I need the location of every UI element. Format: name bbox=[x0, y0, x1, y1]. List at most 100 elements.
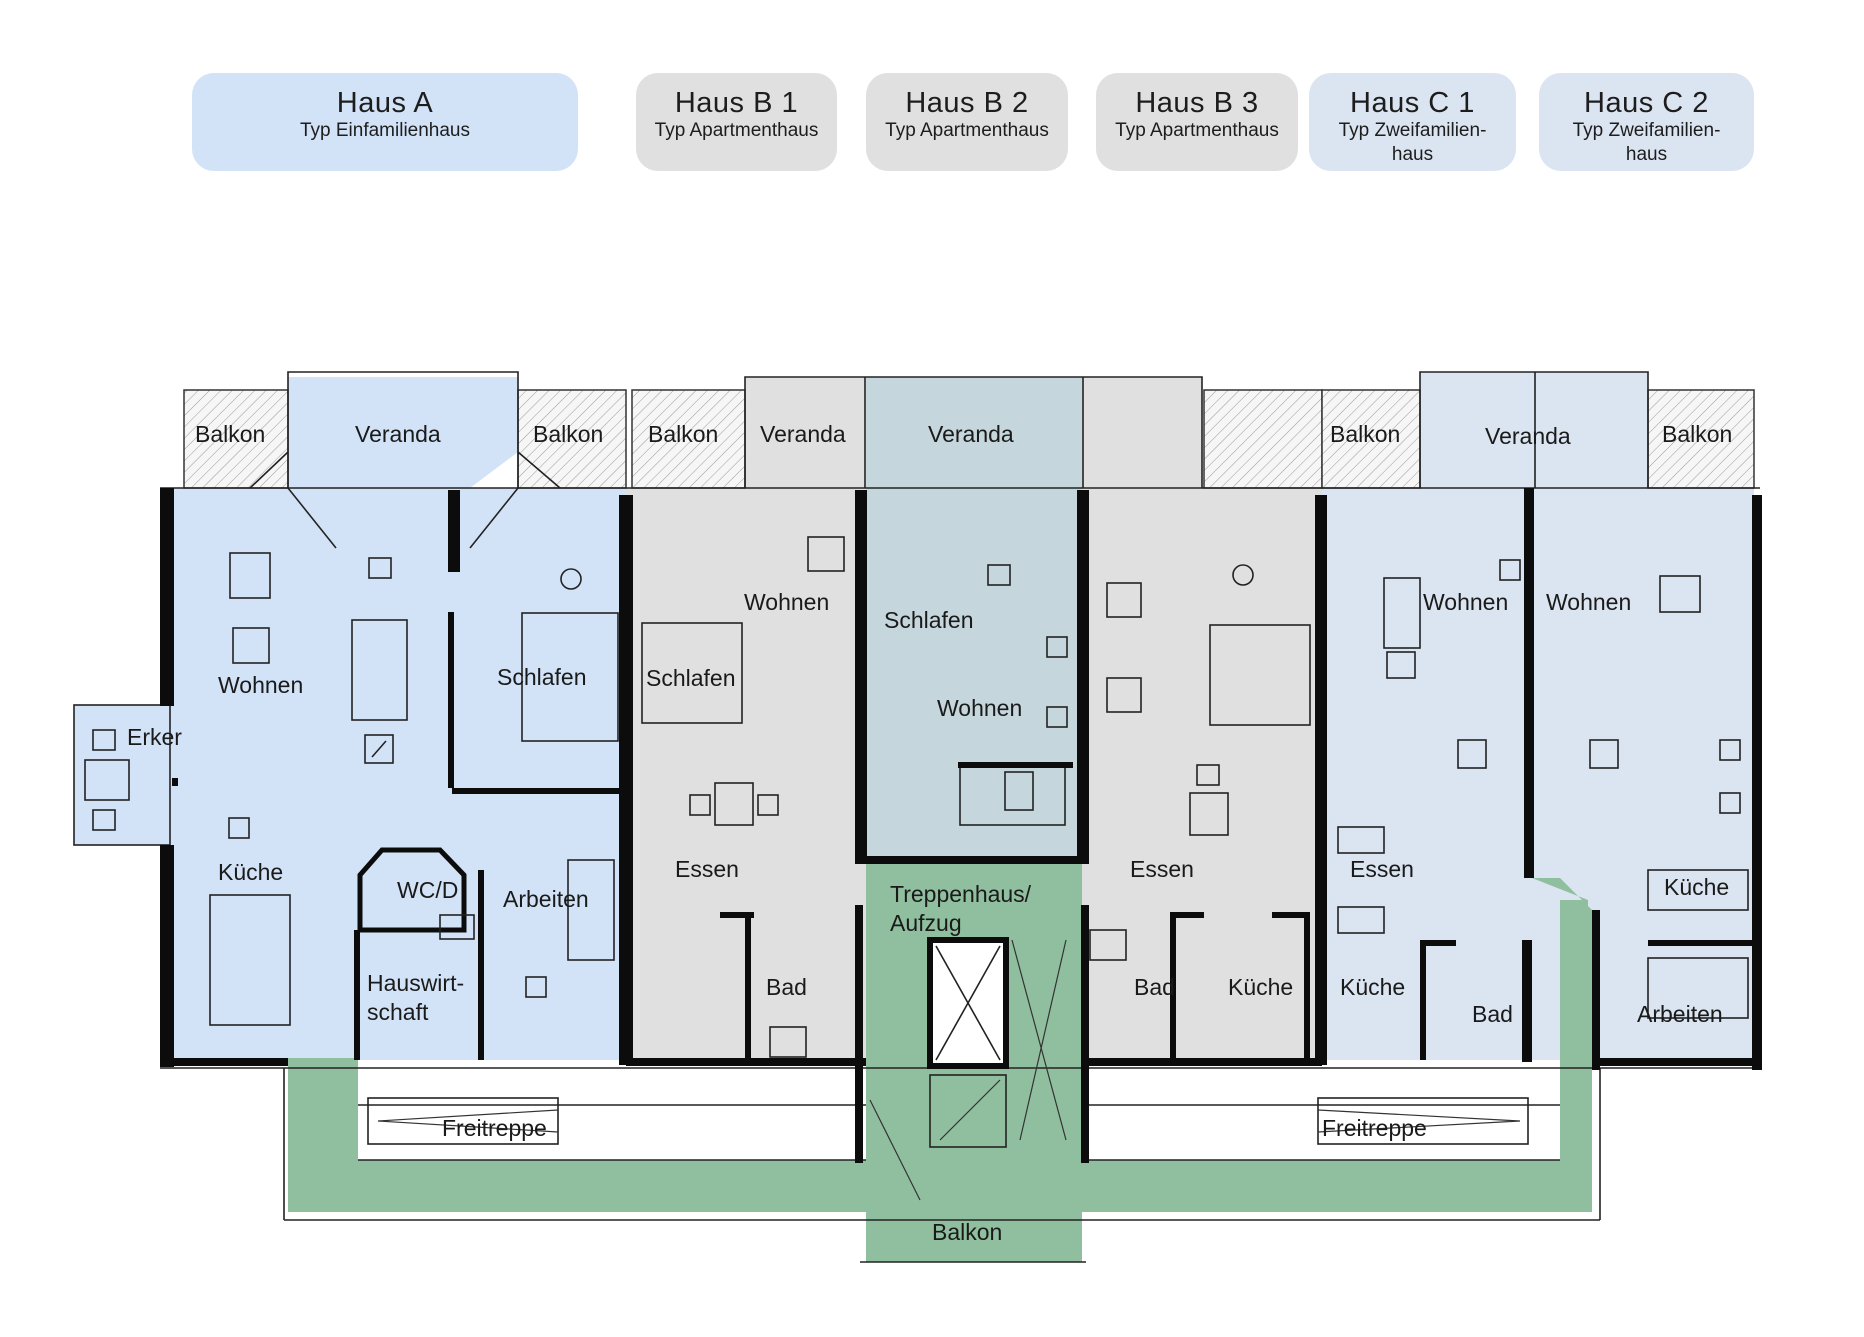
room-label: Wohnen bbox=[1546, 589, 1631, 615]
chair bbox=[807, 536, 845, 572]
wall bbox=[1420, 940, 1456, 946]
room-label: Bad bbox=[766, 974, 807, 1000]
outline-lines bbox=[73, 371, 1760, 1263]
room-label: Freitreppe bbox=[442, 1115, 547, 1141]
chair bbox=[1196, 764, 1220, 786]
freitreppe-stairs bbox=[367, 1097, 559, 1145]
haus-c-veranda-area bbox=[1420, 372, 1648, 488]
fireplace bbox=[1457, 739, 1487, 769]
room-label: Arbeiten bbox=[503, 886, 589, 912]
room-label: Balkon bbox=[533, 421, 603, 447]
room-label: Balkon bbox=[1662, 421, 1732, 447]
room-label: Veranda bbox=[760, 421, 846, 447]
stair-diagonal bbox=[939, 1079, 1001, 1141]
chair bbox=[1046, 636, 1068, 658]
haus-a-veranda-outline bbox=[287, 371, 519, 488]
toilet bbox=[1004, 771, 1034, 811]
room-label: Essen bbox=[1130, 856, 1194, 882]
haus-b1-veranda-area bbox=[745, 377, 865, 488]
tag-name: Haus B 1 bbox=[674, 87, 799, 119]
room-label: Küche bbox=[1664, 874, 1729, 900]
wall bbox=[1082, 1058, 1322, 1066]
sofa bbox=[1383, 577, 1421, 649]
wall bbox=[1524, 488, 1534, 878]
room-label: Veranda bbox=[355, 421, 441, 447]
wall bbox=[1272, 912, 1308, 918]
wall bbox=[1592, 910, 1600, 1070]
chair bbox=[1719, 739, 1741, 761]
bed bbox=[521, 612, 619, 742]
veranda-chamfer bbox=[517, 451, 561, 489]
wall bbox=[160, 845, 174, 1067]
chair bbox=[1386, 651, 1416, 679]
elevator-cross bbox=[935, 945, 1001, 1061]
wall bbox=[478, 870, 484, 1060]
balkon-hatch bbox=[183, 389, 289, 489]
room-label: Schlafen bbox=[646, 665, 736, 691]
room-label: Wohnen bbox=[937, 695, 1022, 721]
tag-haus-c1: Haus C 1 Typ Zweifamilien- haus bbox=[1309, 73, 1516, 171]
room-label: Balkon bbox=[1330, 421, 1400, 447]
room-label: Wohnen bbox=[744, 589, 829, 615]
tag-type: Typ Zweifamilien- haus bbox=[1572, 120, 1721, 165]
room-label: Balkon bbox=[932, 1219, 1002, 1245]
room-label: Hauswirt- bbox=[367, 970, 464, 996]
stair-run bbox=[929, 1074, 1007, 1148]
wall bbox=[160, 488, 174, 706]
tag-haus-b3: Haus B 3 Typ Apartmenthaus bbox=[1096, 73, 1298, 171]
wall bbox=[1081, 905, 1089, 1163]
chair bbox=[232, 627, 270, 664]
chair bbox=[1337, 826, 1385, 854]
haus-c-area bbox=[1322, 488, 1754, 1060]
haus-a-area bbox=[168, 488, 626, 1060]
room-label: Küche bbox=[1340, 974, 1405, 1000]
tag-haus-b1: Haus B 1 Typ Apartmenthaus bbox=[636, 73, 837, 171]
tag-haus-c2: Haus C 2 Typ Zweifamilien- haus bbox=[1539, 73, 1754, 171]
room-label: Bad bbox=[1472, 1001, 1513, 1027]
b-veranda-outline bbox=[744, 376, 1203, 488]
erker-chair bbox=[92, 809, 116, 831]
wall bbox=[855, 905, 863, 1163]
furniture-sketch bbox=[84, 536, 1749, 1058]
stair-diagonal bbox=[869, 1099, 921, 1201]
room-label: Veranda bbox=[928, 421, 1014, 447]
kitchen-counter bbox=[209, 894, 291, 1026]
room-label: Aufzug bbox=[890, 910, 962, 936]
veranda-chamfer bbox=[469, 487, 519, 549]
walls bbox=[160, 488, 1762, 1163]
wall bbox=[626, 1058, 866, 1066]
lamp bbox=[1232, 564, 1254, 586]
tag-haus-b2: Haus B 2 Typ Apartmenthaus bbox=[866, 73, 1068, 171]
wall bbox=[1170, 912, 1204, 918]
c-veranda-outline bbox=[1419, 371, 1649, 488]
chair bbox=[368, 557, 392, 579]
tag-name: Haus C 1 bbox=[1350, 87, 1475, 119]
wall bbox=[1304, 912, 1310, 1062]
wall bbox=[168, 1058, 288, 1066]
tag-name: Haus A bbox=[336, 87, 434, 119]
wall bbox=[855, 490, 867, 862]
room-label: Schlafen bbox=[884, 607, 974, 633]
wall bbox=[1648, 940, 1754, 946]
tag-type: Typ Apartmenthaus bbox=[654, 120, 819, 141]
veranda-chamfer bbox=[249, 451, 289, 489]
erker-chair bbox=[84, 759, 130, 801]
erker-area bbox=[74, 705, 170, 845]
room-label: WC/D bbox=[397, 877, 458, 903]
room-label: Essen bbox=[1350, 856, 1414, 882]
chair bbox=[689, 794, 711, 816]
freitreppe-stairs bbox=[1317, 1097, 1529, 1145]
table bbox=[1189, 792, 1229, 836]
chair bbox=[525, 976, 547, 998]
chair bbox=[1106, 582, 1142, 618]
room-label: Balkon bbox=[195, 421, 265, 447]
haus-b2-area bbox=[866, 377, 1082, 863]
wall bbox=[855, 856, 1089, 864]
fireplace-mark bbox=[371, 740, 387, 758]
bed bbox=[641, 622, 743, 724]
tag-name: Haus B 3 bbox=[1135, 87, 1259, 119]
chair bbox=[1106, 677, 1142, 713]
room-label: Veranda bbox=[1485, 423, 1571, 449]
wall bbox=[448, 612, 454, 788]
